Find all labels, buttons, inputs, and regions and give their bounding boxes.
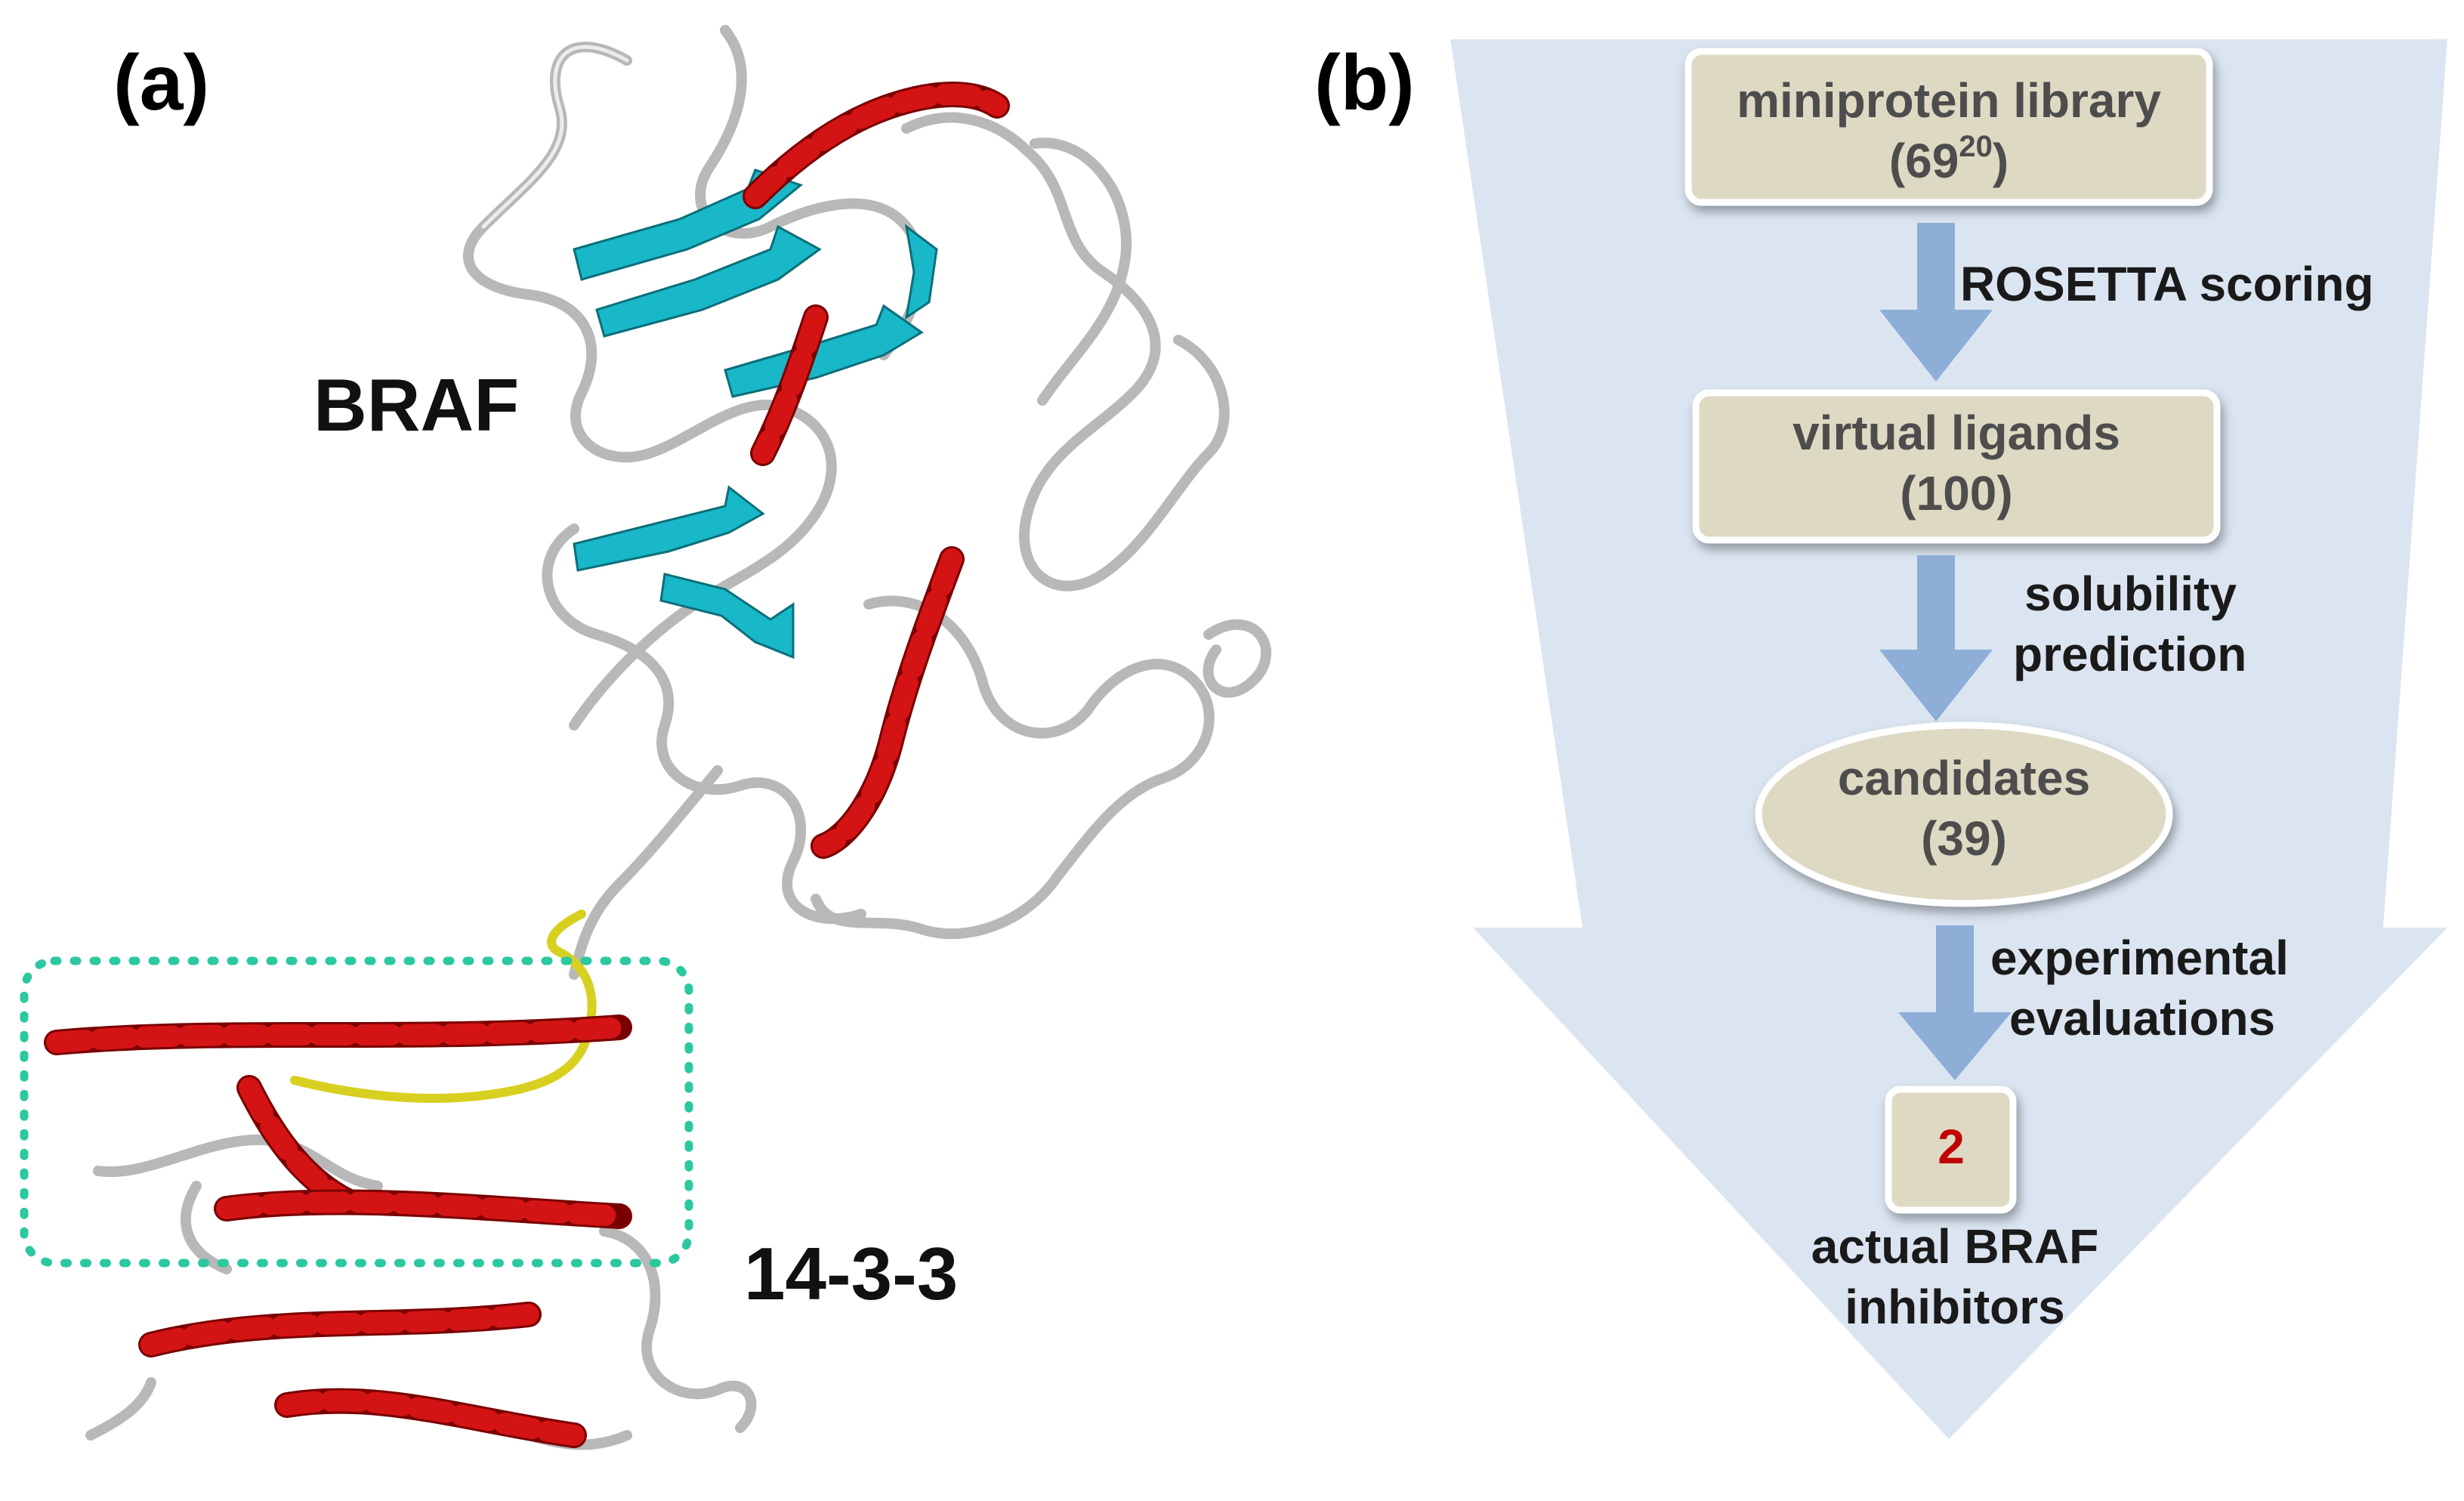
- braf-coil-highlight: [481, 45, 629, 229]
- step-2-label-line-1: solubility: [2024, 567, 2237, 621]
- library-box: [1684, 48, 2213, 206]
- braf-structure: [463, 25, 1272, 980]
- complex-coil-4: [85, 1377, 156, 1441]
- arrow-1: [1879, 223, 1993, 381]
- braf-coil-7: [1203, 619, 1272, 698]
- result-label-line-2: inhibitors: [1845, 1280, 2065, 1334]
- complex-coil-2: [180, 1181, 232, 1274]
- braf-sheet-6: [904, 224, 938, 320]
- library-count-base: 69: [1905, 134, 1959, 188]
- braf-sheet-4: [573, 485, 765, 572]
- complex-14-3-3-structure: [44, 1015, 757, 1450]
- virtual-ligands-name: virtual ligands: [1792, 406, 2120, 460]
- virtual-ligands-count: (100): [1900, 466, 2012, 520]
- panel-b: (b) miniprotein library (6920) ROSETTA s…: [1314, 39, 2447, 1439]
- braf-coil-3: [901, 112, 1230, 591]
- library-count: (6920): [1889, 130, 2009, 188]
- complex-helix-4: [140, 1304, 539, 1355]
- candidates-name: candidates: [1838, 751, 2090, 805]
- library-name: miniprotein library: [1737, 73, 2161, 128]
- braf-linker: [290, 910, 597, 1103]
- panel-b-label: (b): [1314, 39, 1415, 127]
- step-3-label-line-2: evaluations: [2009, 991, 2275, 1045]
- braf-coil-5: [542, 523, 866, 925]
- braf-helix-3: [813, 548, 962, 857]
- complex-coil-3: [599, 1226, 757, 1433]
- braf-coil-8: [569, 765, 723, 980]
- braf-label: BRAF: [313, 363, 519, 446]
- braf-sheet-5: [659, 573, 795, 659]
- result-label-line-1: actual BRAF: [1811, 1219, 2099, 1274]
- complex-helix-5: [276, 1390, 585, 1446]
- step-1-label: ROSETTA scoring: [1960, 257, 2374, 311]
- braf-coil-6: [811, 595, 1215, 940]
- braf-helix-1: [745, 84, 1008, 207]
- binding-site-highlight-box: [20, 956, 693, 1268]
- complex-coil-1: [93, 1134, 383, 1191]
- candidates-count: (39): [1921, 811, 2007, 866]
- panel-a-label: (a): [113, 39, 209, 127]
- virtual-ligands-box: [1692, 389, 2221, 544]
- candidates-ellipse: [1755, 721, 2173, 907]
- panel-a: (a) BRAF 14-3-3: [20, 25, 1272, 1450]
- arrow-2: [1879, 555, 1993, 721]
- arrow-3: [1898, 925, 2012, 1080]
- braf-helix-2: [752, 307, 826, 464]
- step-3-label-line-1: experimental: [1990, 931, 2289, 985]
- complex-helix-1: [46, 1017, 630, 1053]
- braf-sheet-3: [724, 304, 924, 398]
- step-2-label-line-2: prediction: [2013, 627, 2246, 681]
- braf-sheet-2: [595, 224, 822, 338]
- braf-coil-4: [1030, 137, 1132, 406]
- complex-helix-3: [216, 1191, 630, 1227]
- library-count-exponent: 20: [1959, 130, 1993, 163]
- result-box: [1885, 1086, 2017, 1214]
- result-count: 2: [1938, 1120, 1965, 1174]
- complex-14-3-3-label: 14-3-3: [744, 1232, 958, 1315]
